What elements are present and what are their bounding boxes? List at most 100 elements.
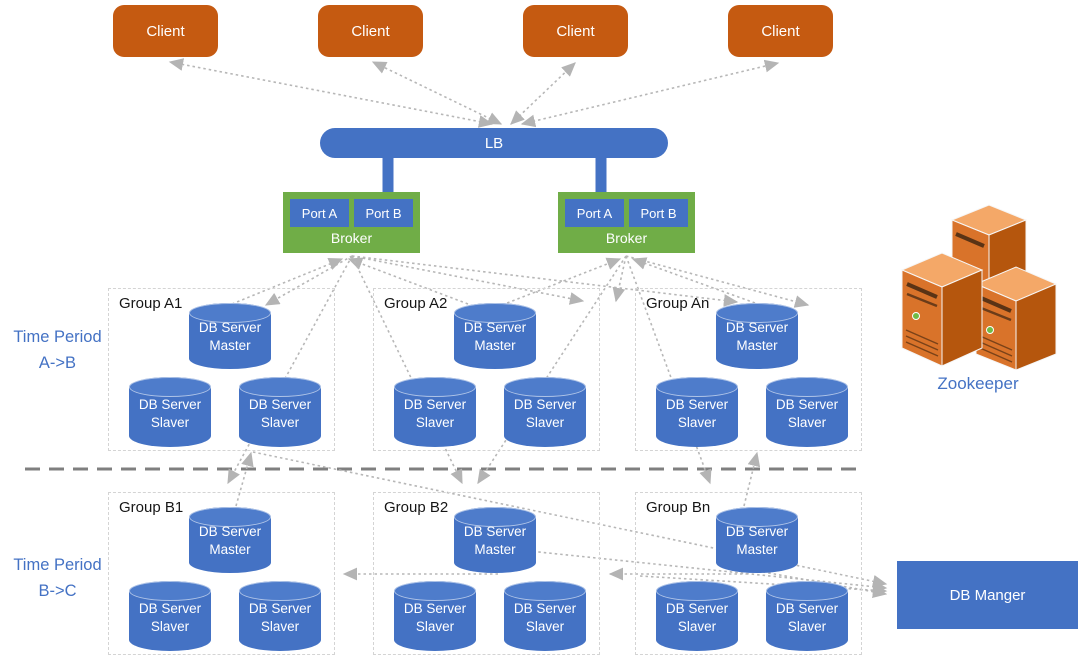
db-server-label-line1: DB Server <box>248 397 312 412</box>
broker-label: Broker <box>330 230 373 246</box>
port-b: Port B <box>354 199 413 227</box>
group-label: Group B1 <box>119 499 184 516</box>
zookeeper-label: Zookeeper <box>937 374 1019 393</box>
db-server-label-line1: DB Server <box>463 524 527 539</box>
broker-label: Broker <box>605 230 648 246</box>
db-server-label-line1: DB Server <box>665 397 729 412</box>
time-period-line2: A->B <box>38 354 77 373</box>
port-b: Port B <box>629 199 688 227</box>
db-server-label-line2: Slaver <box>787 414 827 430</box>
client-node: Client <box>318 5 423 57</box>
db-server-label-line2: Master <box>209 541 251 557</box>
db-server-label-line2: Slaver <box>415 618 455 634</box>
db-server-label-line2: Slaver <box>150 618 190 634</box>
group-label: Group Bn <box>646 499 711 516</box>
db-server-label-line1: DB Server <box>463 320 527 335</box>
db-server-label-line1: DB Server <box>138 397 202 412</box>
db-server-label-line2: Slaver <box>677 414 717 430</box>
db-server-label-line1: DB Server <box>665 601 729 616</box>
db-server-label-line1: DB Server <box>775 397 839 412</box>
db-server-label-line2: Master <box>736 541 778 557</box>
group-label: Group B2 <box>384 499 449 516</box>
port-a: Port A <box>290 199 349 227</box>
time-period-a-b-label: Time Period A->B <box>0 324 115 377</box>
db-server-label-line2: Slaver <box>150 414 190 430</box>
db-server-label-line1: DB Server <box>513 601 577 616</box>
time-period-line1: Time Period <box>13 556 102 574</box>
db-server-label-line2: Slaver <box>260 414 300 430</box>
group-label: Group A2 <box>384 295 448 312</box>
time-period-line2: B->C <box>38 582 77 601</box>
db-server-label-line2: Slaver <box>787 618 827 634</box>
db-server-label-line1: DB Server <box>138 601 202 616</box>
db-server-label-line1: DB Server <box>198 320 262 335</box>
db-server-label-line2: Slaver <box>260 618 300 634</box>
time-period-line1: Time Period <box>13 328 102 346</box>
db-server-label-line2: Slaver <box>525 618 565 634</box>
db-server-label-line1: DB Server <box>198 524 262 539</box>
db-server-label-line1: DB Server <box>775 601 839 616</box>
port-a: Port A <box>565 199 624 227</box>
db-server-label-line1: DB Server <box>725 320 789 335</box>
db-server-label-line1: DB Server <box>725 524 789 539</box>
db-server-label-line2: Master <box>736 337 778 353</box>
db-manager-node: DB Manger <box>897 561 1078 629</box>
db-server-label-line1: DB Server <box>248 601 312 616</box>
db-server-label-line2: Slaver <box>525 414 565 430</box>
db-server-label-line2: Master <box>209 337 251 353</box>
db-server-label-line2: Master <box>474 337 516 353</box>
group-label: Group A1 <box>119 295 183 312</box>
time-period-b-c-label: Time Period B->C <box>0 552 115 605</box>
client-node: Client <box>113 5 218 57</box>
group-label: Group An <box>646 295 710 312</box>
zookeeper-servers-icon <box>892 198 1064 375</box>
load-balancer-node: LB <box>320 128 668 158</box>
db-server-label-line2: Slaver <box>415 414 455 430</box>
client-node: Client <box>523 5 628 57</box>
